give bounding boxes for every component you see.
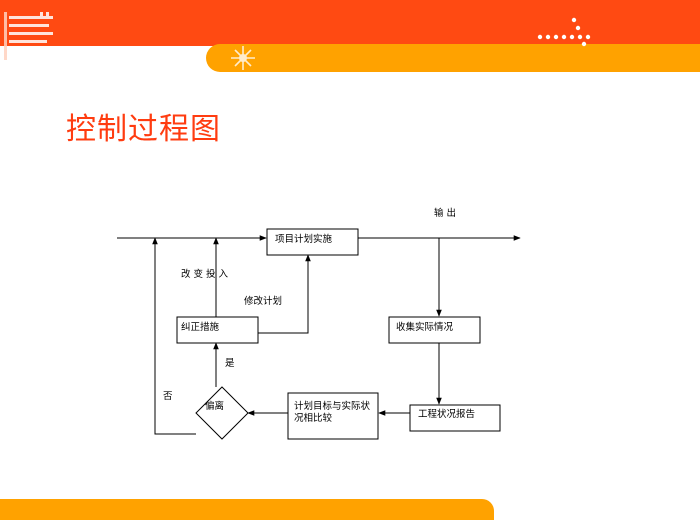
compare-label-line1: 计划目标与实际状 <box>294 400 371 412</box>
dots-logo-icon <box>537 17 591 47</box>
compare-label-line2: 况相比较 <box>294 412 333 424</box>
no-arrow <box>152 237 196 435</box>
implement-label: 项目计划实施 <box>275 233 333 245</box>
yes-label: 是 <box>225 358 235 369</box>
deviation-label: 偏离 <box>205 400 224 412</box>
collect-label: 收集实际情况 <box>396 321 454 333</box>
deviation-diamond <box>195 386 249 440</box>
report-label: 工程状况报告 <box>418 408 475 420</box>
sunburst-icon <box>231 46 255 70</box>
implement-box <box>266 228 359 256</box>
modify-plan-arrow <box>258 254 311 334</box>
collect-box <box>388 316 481 344</box>
report-box <box>409 404 501 432</box>
header-band <box>0 0 700 46</box>
modify-plan-label: 修改计划 <box>244 295 282 307</box>
compare-box <box>287 392 379 440</box>
corner-logo-icon <box>4 12 53 60</box>
header-sub-band <box>206 44 700 72</box>
correct-box <box>176 316 259 344</box>
no-label: 否 <box>163 391 173 402</box>
slide-title: 控制过程图 <box>66 112 221 147</box>
correct-label: 纠正措施 <box>181 321 220 333</box>
output-label: 输 出 <box>434 207 456 219</box>
footer-band <box>0 499 494 520</box>
change-input-label: 改 变 投 入 <box>181 268 229 280</box>
